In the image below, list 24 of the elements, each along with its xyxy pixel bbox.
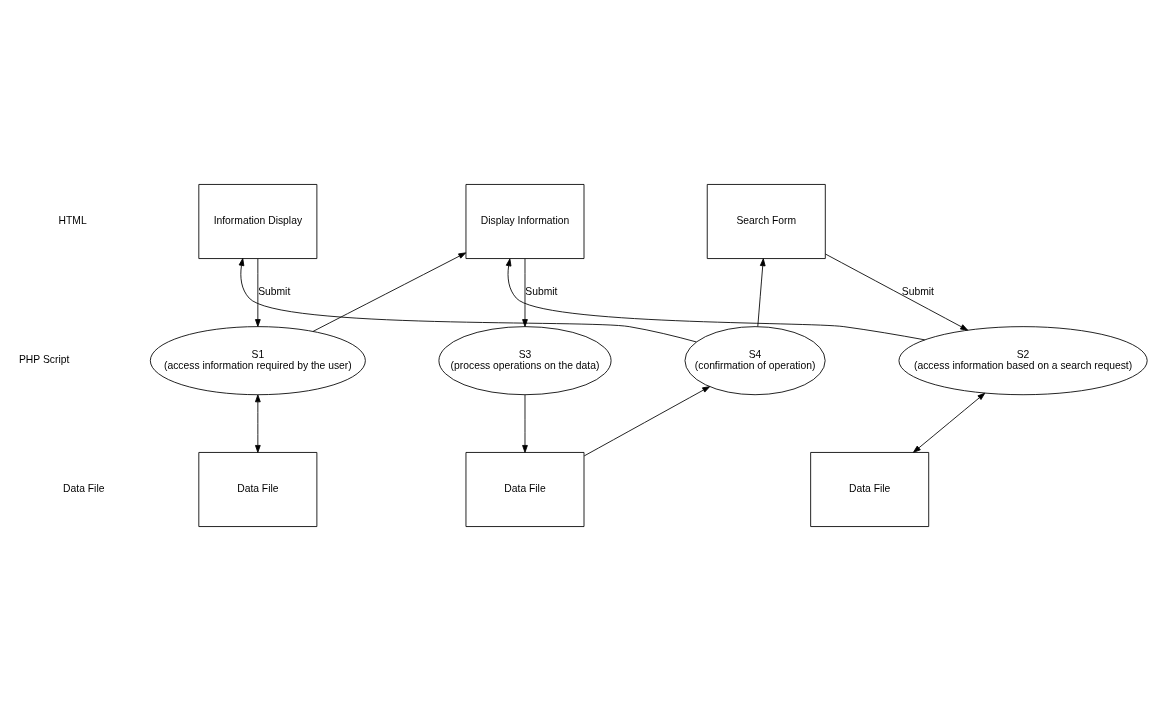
edge-label: Submit (525, 286, 558, 298)
node-ellipse: S1 (access information required by the user) (149, 326, 366, 396)
node-box: Data File (198, 452, 318, 527)
arrow (583, 386, 711, 457)
label: Data File (63, 483, 105, 495)
edge-label: Submit (258, 286, 291, 298)
arrow (757, 258, 766, 327)
label: PHP Script (18, 354, 70, 366)
arrow (522, 394, 528, 453)
label: HTML (58, 215, 87, 227)
node-box: Data File (810, 452, 930, 527)
arrow (312, 252, 467, 332)
node-box: Display Information (465, 184, 585, 259)
arrow (913, 392, 986, 453)
node-box: Search Form (706, 184, 826, 259)
arrow (505, 258, 926, 341)
arrow (825, 253, 969, 331)
node-box: Data File (465, 452, 585, 527)
arrow (255, 258, 261, 327)
node-box: Information Display (198, 184, 318, 259)
node-ellipse: S3 (process operations on the data) (438, 326, 612, 396)
arrow (255, 394, 261, 453)
arrow (238, 258, 697, 343)
edge-label: Submit (901, 286, 935, 298)
